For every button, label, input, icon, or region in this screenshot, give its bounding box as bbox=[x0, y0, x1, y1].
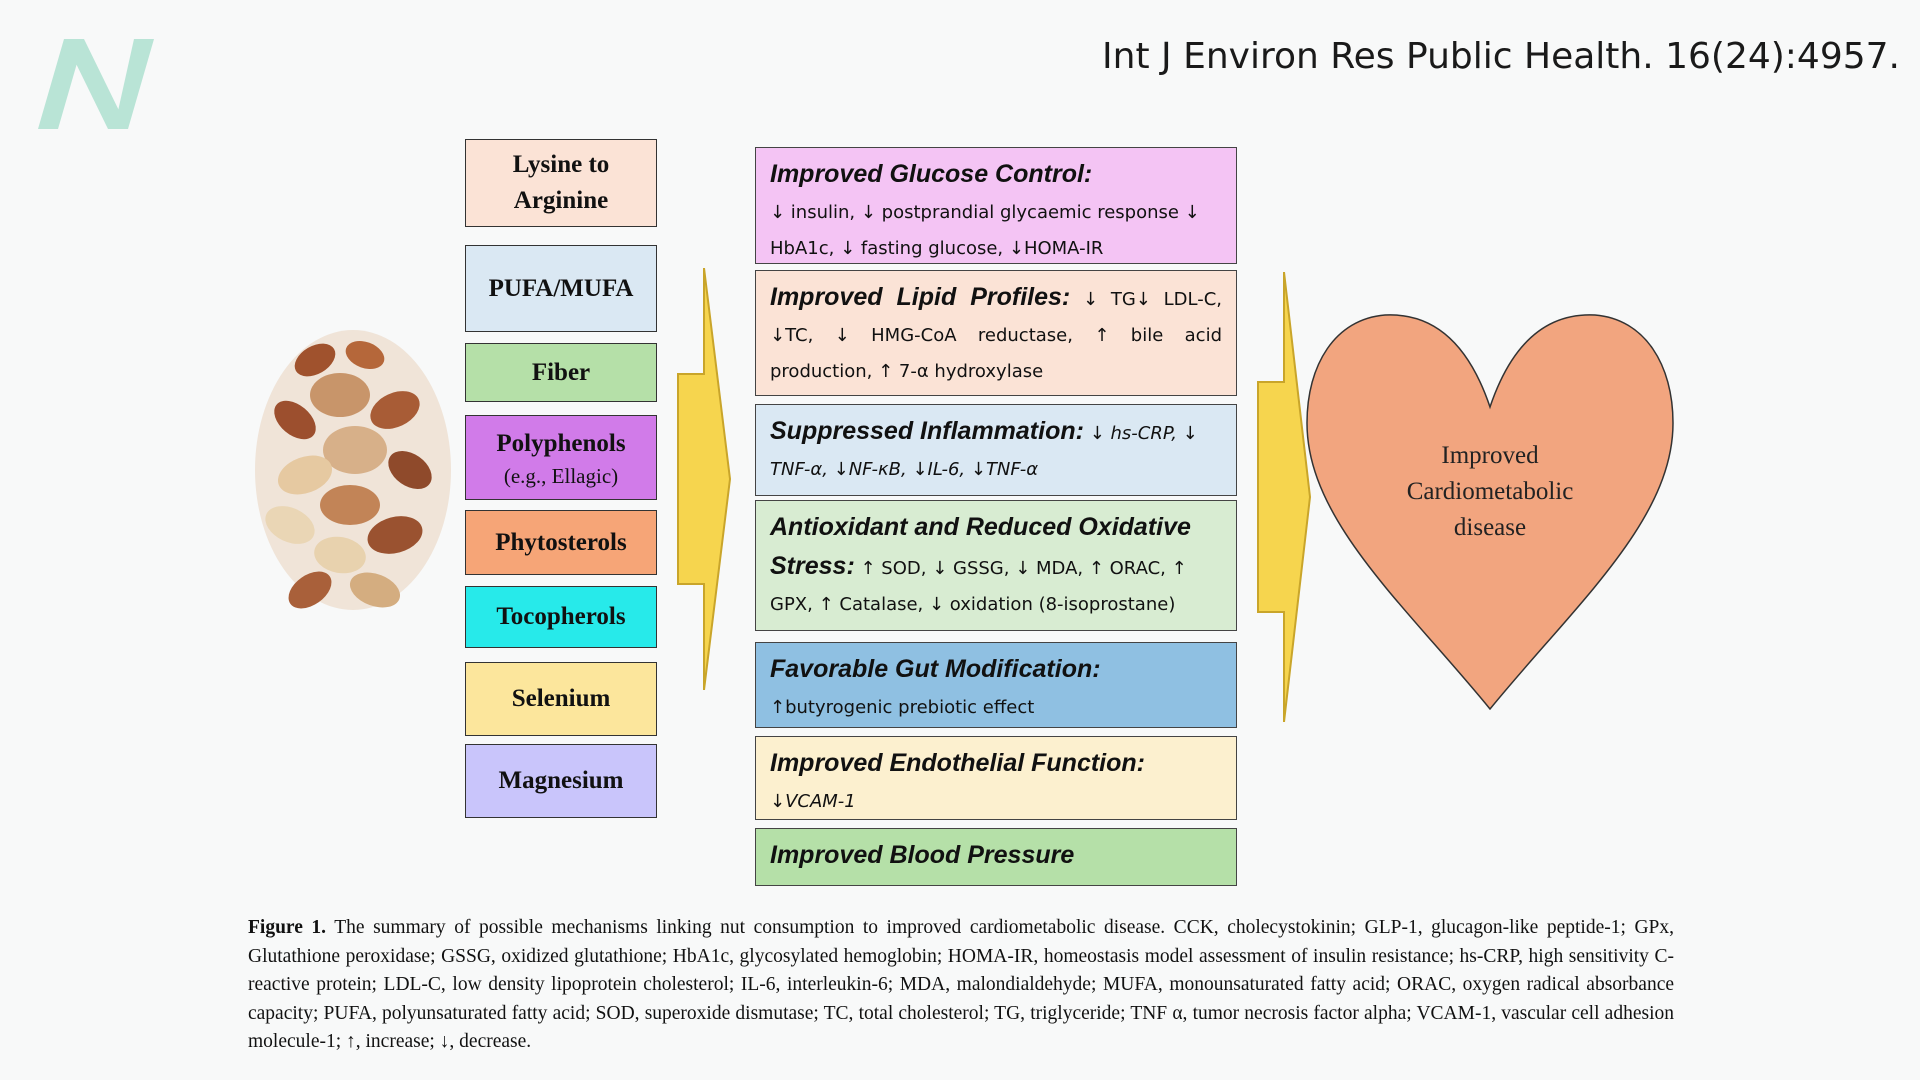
nutrient-label: PUFA/MUFA bbox=[488, 274, 634, 302]
arrow-to-outcome bbox=[1257, 272, 1312, 722]
nutrient-box: Phytosterols bbox=[465, 510, 657, 575]
arrow-to-mechanisms bbox=[677, 268, 732, 690]
mechanism-title: Improved Blood Pressure bbox=[770, 841, 1075, 869]
nutrient-label: Magnesium bbox=[498, 767, 624, 794]
nutrient-label: Fiber bbox=[531, 358, 591, 386]
nutrient-label: Phytosterols bbox=[495, 528, 627, 556]
mechanism-title: Antioxidant and Reduced Oxidative Stress… bbox=[770, 513, 1191, 580]
logo-right-stroke bbox=[114, 39, 154, 129]
nutrient-box: Lysine to Arginine bbox=[465, 139, 657, 227]
mechanism-box: Suppressed Inflammation: ↓ hs-CRP, ↓ TNF… bbox=[755, 404, 1237, 496]
mechanism-title: Improved Endothelial Function: bbox=[770, 749, 1145, 777]
mechanism-detail: ↓ TG↓ LDL-C, ↓TC, ↓ HMG-CoA reductase, ↑… bbox=[770, 289, 1222, 382]
mechanism-detail: ↑ SOD, ↓ GSSG, ↓ MDA, ↑ ORAC, ↑ GPX, ↑ C… bbox=[770, 558, 1187, 615]
mechanism-detail: ↓VCAM-1 bbox=[770, 791, 856, 812]
mechanism-box: Improved Blood Pressure bbox=[755, 828, 1237, 886]
outcome-label: Improved Cardiometabolic disease bbox=[1406, 442, 1574, 541]
mechanism-box: Improved Endothelial Function: ↓VCAM-1 bbox=[755, 736, 1237, 820]
mechanism-title: Favorable Gut Modification: bbox=[770, 655, 1101, 683]
citation: Int J Environ Res Public Health. 16(24):… bbox=[1102, 36, 1900, 77]
nutrient-label: Polyphenols bbox=[496, 429, 626, 457]
mechanism-box: Improved Glucose Control: ↓ insulin, ↓ po… bbox=[755, 147, 1237, 264]
mechanism-detail: ↑butyrogenic prebiotic effect bbox=[770, 697, 1035, 718]
heart-shape bbox=[1306, 314, 1674, 711]
nutrient-box: Selenium bbox=[465, 662, 657, 736]
logo-diagonal-stroke bbox=[64, 39, 128, 129]
caption-label: Figure 1. bbox=[248, 917, 327, 938]
mechanism-box: Improved Lipid Profiles: ↓ TG↓ LDL-C, ↓T… bbox=[755, 270, 1237, 396]
nutrient-label: Selenium bbox=[511, 685, 611, 712]
nutrient-label: Tocopherols bbox=[496, 603, 626, 630]
nutrient-box: Polyphenols (e.g., Ellagic) bbox=[465, 415, 657, 500]
nutrient-box: Tocopherols bbox=[465, 586, 657, 648]
figure-caption: Figure 1. The summary of possible mechan… bbox=[248, 914, 1674, 1057]
mechanism-box: Antioxidant and Reduced Oxidative Stress… bbox=[755, 500, 1237, 631]
mechanism-title: Improved Lipid Profiles: bbox=[770, 283, 1071, 311]
nutrient-sublabel: (e.g., Ellagic) bbox=[503, 463, 619, 488]
mechanism-detail: ↓ hs-CRP, ↓ TNF-α, ↓NF-κB, ↓IL-6, ↓TNF-α bbox=[770, 423, 1198, 480]
channel-logo bbox=[38, 39, 154, 129]
nutrient-box: PUFA/MUFA bbox=[465, 245, 657, 332]
mechanism-box: Favorable Gut Modification: ↑butyrogenic … bbox=[755, 642, 1237, 728]
nutrient-box: Magnesium bbox=[465, 744, 657, 818]
mixed-nuts-image bbox=[255, 330, 451, 610]
logo-left-stroke bbox=[38, 39, 84, 129]
nutrient-label: Lysine to Arginine bbox=[512, 151, 610, 214]
mechanism-title: Improved Glucose Control: bbox=[770, 160, 1093, 188]
caption-text: The summary of possible mechanisms linki… bbox=[248, 917, 1674, 1052]
nutrient-box: Fiber bbox=[465, 343, 657, 402]
mechanism-detail: ↓ insulin, ↓ postprandial glycaemic resp… bbox=[770, 202, 1200, 259]
mechanism-title: Suppressed Inflammation: bbox=[770, 417, 1084, 445]
